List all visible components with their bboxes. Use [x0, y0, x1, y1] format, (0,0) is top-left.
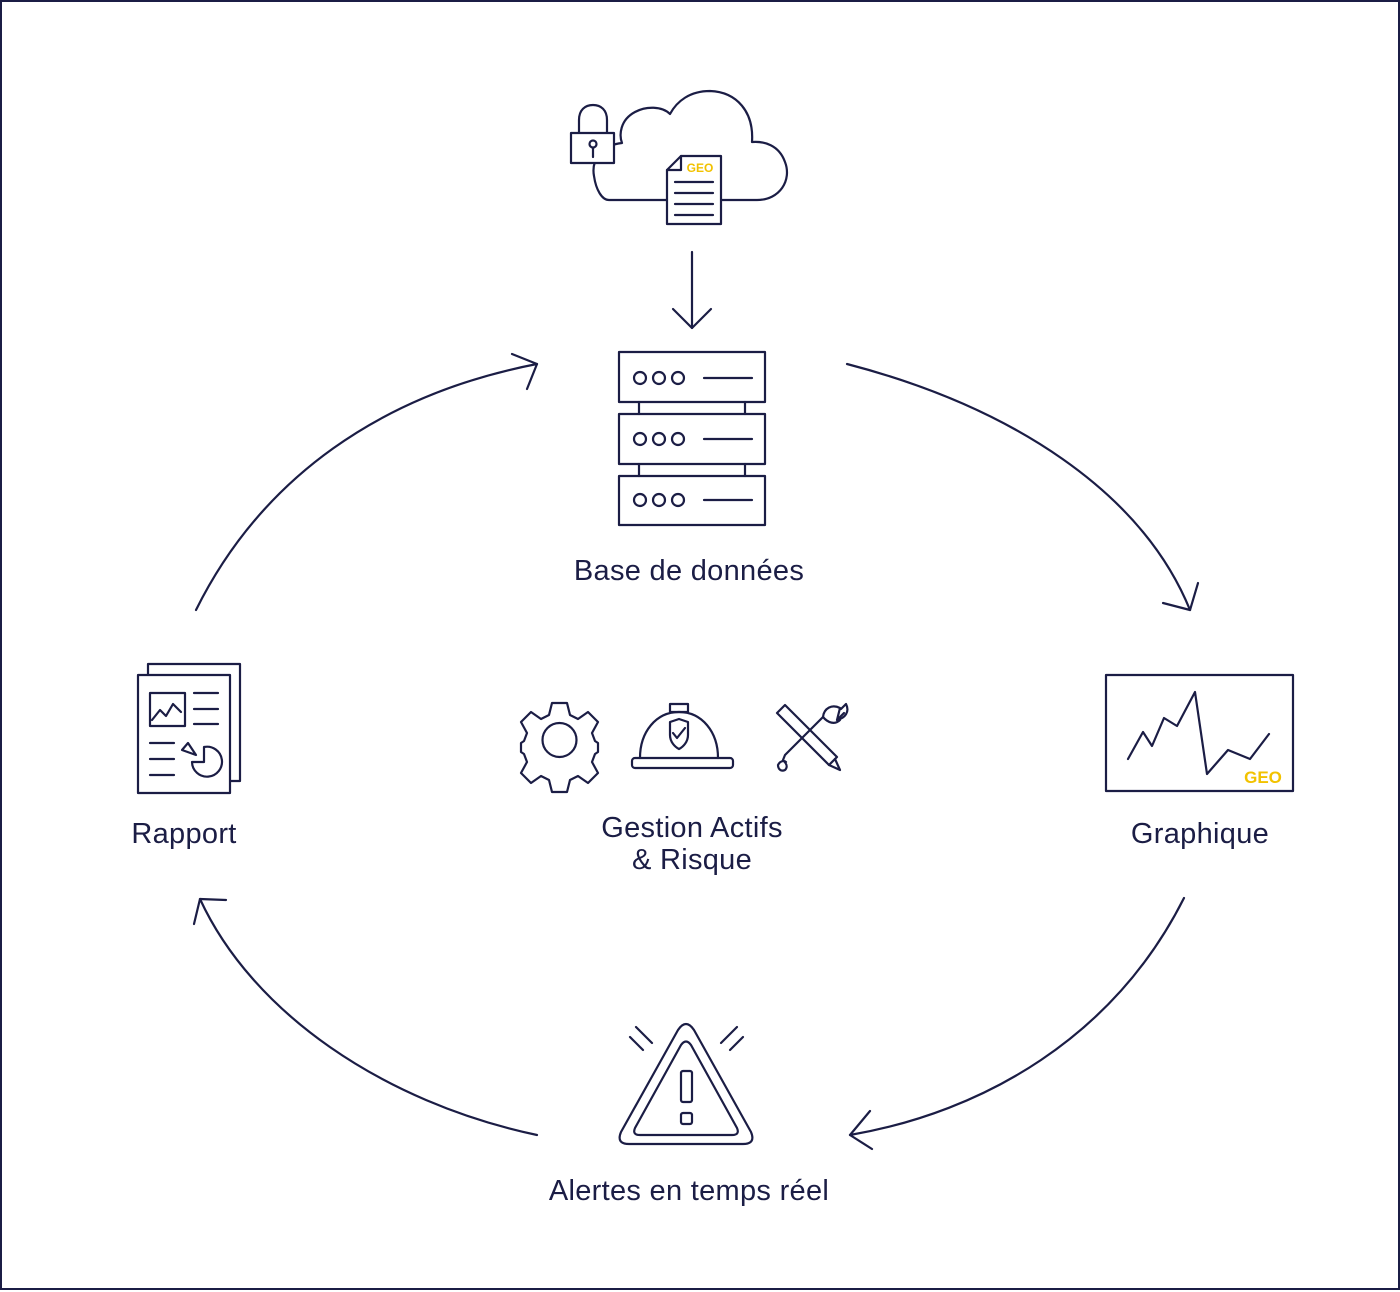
center-label: Gestion Actifs & Risque [522, 812, 862, 876]
warning-triangle-icon [618, 1022, 754, 1146]
arrow-report-to-database [194, 352, 539, 612]
center-label-line1: Gestion Actifs [601, 812, 783, 844]
server-rack-icon [617, 350, 767, 527]
cloud-lock-icon: GEO [569, 89, 789, 226]
arrow-alerts-to-report [192, 897, 539, 1137]
center-label-line2: & Risque [631, 844, 753, 876]
alerts-label: Alertes en temps réel [548, 1175, 830, 1207]
arrow-graph-to-alerts [848, 896, 1186, 1151]
graph-label: Graphique [1130, 818, 1270, 850]
hard-hat-shield-icon [630, 702, 735, 770]
arrow-cloud-to-database [671, 250, 713, 330]
report-label: Rapport [131, 818, 237, 850]
geo-badge: GEO [1244, 768, 1282, 787]
database-label: Base de données [573, 555, 805, 587]
report-document-icon [136, 662, 242, 795]
line-chart-monitor-icon: GEO [1104, 673, 1295, 793]
tools-icon [775, 702, 849, 772]
arrow-database-to-graph [845, 362, 1200, 612]
geo-badge: GEO [687, 161, 714, 175]
gear-icon [519, 701, 600, 794]
